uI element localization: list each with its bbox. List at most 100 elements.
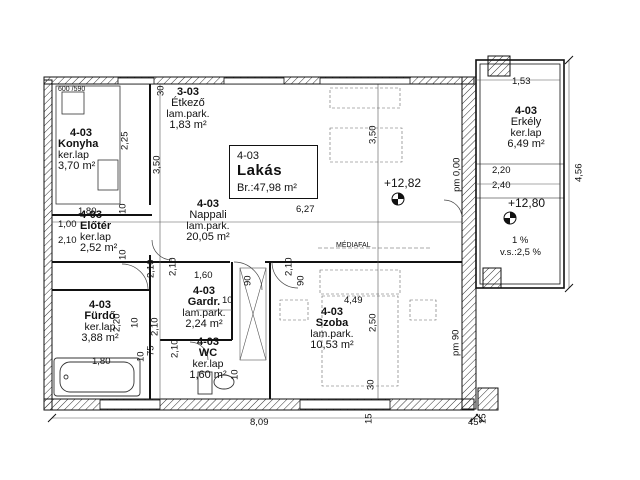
room-name: Szoba [315, 317, 349, 329]
room-area: 3,88 m² [81, 331, 119, 344]
room-id: 4-03 [320, 306, 344, 318]
room-etkezo: 3-03 Étkező lam.park. 1,83 m² [152, 87, 224, 131]
room-area: 10,53 m² [310, 338, 354, 351]
dim-210e: 2,10 [145, 259, 157, 279]
room-material: lam.park. [166, 108, 210, 120]
flat-title-box: 4-03 Lakás Br.:47,98 m² [229, 145, 318, 199]
room-material: ker.lap [58, 149, 89, 161]
dim-220b: 2,20 [111, 313, 123, 333]
level-balcony: +12,80 [508, 196, 546, 210]
slope-pct: 1 % [512, 235, 529, 246]
slope-vs: v.s.:2,5 % [500, 247, 542, 258]
dim-180b: 1,80 [92, 356, 111, 367]
room-name: Konyha [58, 138, 99, 150]
dim-10a: 10 [117, 203, 129, 215]
level-marker-balcony [503, 211, 517, 225]
pm-bottom-label: pm 90 [450, 329, 462, 356]
dim-350a: 3,50 [151, 155, 163, 175]
balcony-outline [475, 59, 565, 289]
room-area: 2,52 m² [80, 241, 118, 254]
dim-90a: 90 [242, 275, 254, 287]
dimension-ticks [47, 55, 574, 423]
furniture [279, 87, 437, 387]
windows [99, 77, 411, 410]
kitchen-counter [55, 85, 121, 205]
dim-10d: 10 [129, 317, 141, 329]
room-material: lam.park. [186, 220, 230, 232]
dim-45: 45⁵ [468, 417, 483, 428]
dim-15: 15 [363, 413, 375, 425]
dim-225: 2,25 [119, 131, 131, 151]
room-material: ker.lap [192, 358, 224, 370]
room-area: 1,60 m² [189, 368, 227, 381]
dim-809: 8,09 [250, 417, 269, 428]
dim-30b: 30 [365, 379, 377, 391]
dim-210c: 2,10 [283, 257, 295, 277]
flat-area: Br.:47,98 m² [237, 182, 297, 194]
wardrobe-cross [239, 267, 267, 361]
room-material: ker.lap [80, 231, 111, 243]
dim-240: 2,40 [492, 180, 511, 191]
room-id: 4-03 [196, 336, 220, 348]
room-material: lam.park. [310, 328, 354, 340]
room-id: 4-03 [80, 209, 103, 221]
room-id: 4-03 [514, 105, 538, 117]
dim-350b: 3,50 [367, 125, 379, 145]
room-nappali: 4-03 Nappali lam.park. 20,05 m² [168, 199, 248, 243]
dim-10f: 10 [229, 369, 241, 381]
room-name: Nappali [189, 209, 227, 221]
fixture-label: 600 /590 [58, 86, 86, 93]
room-name: Fürdő [84, 310, 116, 322]
room-name: Étkező [171, 97, 205, 109]
room-name: Előtér [80, 220, 112, 232]
interior-walls [52, 84, 462, 399]
dim-10b: 10 [117, 249, 129, 261]
room-area: 1,83 m² [169, 118, 207, 131]
dim-627: 6,27 [296, 204, 315, 215]
room-furdo: 4-03 Fürdő ker.lap 3,88 m² [70, 300, 130, 344]
dim-250: 2,50 [367, 313, 379, 333]
room-material: ker.lap [510, 127, 542, 139]
room-area: 6,49 m² [507, 137, 545, 150]
dim-75: 75 [145, 345, 157, 357]
mediafal-label: MÉDIAFAL [336, 242, 371, 249]
room-id: 4-03 [192, 285, 216, 297]
dim-153: 1,53 [512, 76, 531, 87]
dim-210d: 2,10 [169, 339, 181, 359]
dim-456: 4,56 [573, 163, 585, 183]
room-id: 4-03 [70, 127, 93, 139]
room-szoba: 4-03 Szoba lam.park. 10,53 m² [292, 307, 372, 351]
toilet [197, 371, 235, 395]
room-name: Erkély [510, 116, 542, 128]
room-material: ker.lap [84, 321, 116, 333]
level-main: +12,82 [384, 176, 422, 190]
dim-180a: 1,80 [78, 206, 97, 217]
room-area: 2,24 m² [185, 317, 223, 330]
room-area: 3,70 m² [58, 159, 96, 172]
room-id: 4-03 [88, 299, 112, 311]
room-gardr: 4-03 Gardr. lam.park. 2,24 m² [172, 286, 236, 330]
room-wc: 4-03 WC ker.lap 1,60 m² [180, 337, 236, 381]
room-name: WC [198, 347, 218, 359]
room-material: lam.park. [182, 307, 226, 319]
room-erkely: 4-03 Erkély ker.lap 6,49 m² [496, 106, 556, 150]
construction-lines [52, 60, 570, 419]
dim-100: 1,00 [58, 219, 77, 230]
dim-30a: 30 [155, 85, 167, 97]
dim-15b: 15 [477, 413, 489, 425]
level-marker-main [391, 192, 405, 206]
dim-90b: 90 [295, 275, 307, 287]
flat-id: 4-03 [237, 150, 260, 162]
room-eloter: 4-03 Előtér ker.lap 2,52 m² [80, 210, 130, 254]
pm-top-label: pm 0,00 [451, 157, 463, 192]
room-id: 4-03 [196, 198, 220, 210]
room-area: 20,05 m² [186, 230, 230, 243]
room-id: 3-03 [176, 86, 200, 98]
dim-210a: 2,10 [58, 235, 77, 246]
dim-160: 1,60 [194, 270, 213, 281]
door-swings [121, 199, 463, 361]
flat-name: Lakás [237, 162, 283, 179]
dim-210b: 2,10 [167, 257, 179, 277]
room-konyha: 4-03 Konyha ker.lap 3,70 m² [58, 128, 108, 172]
